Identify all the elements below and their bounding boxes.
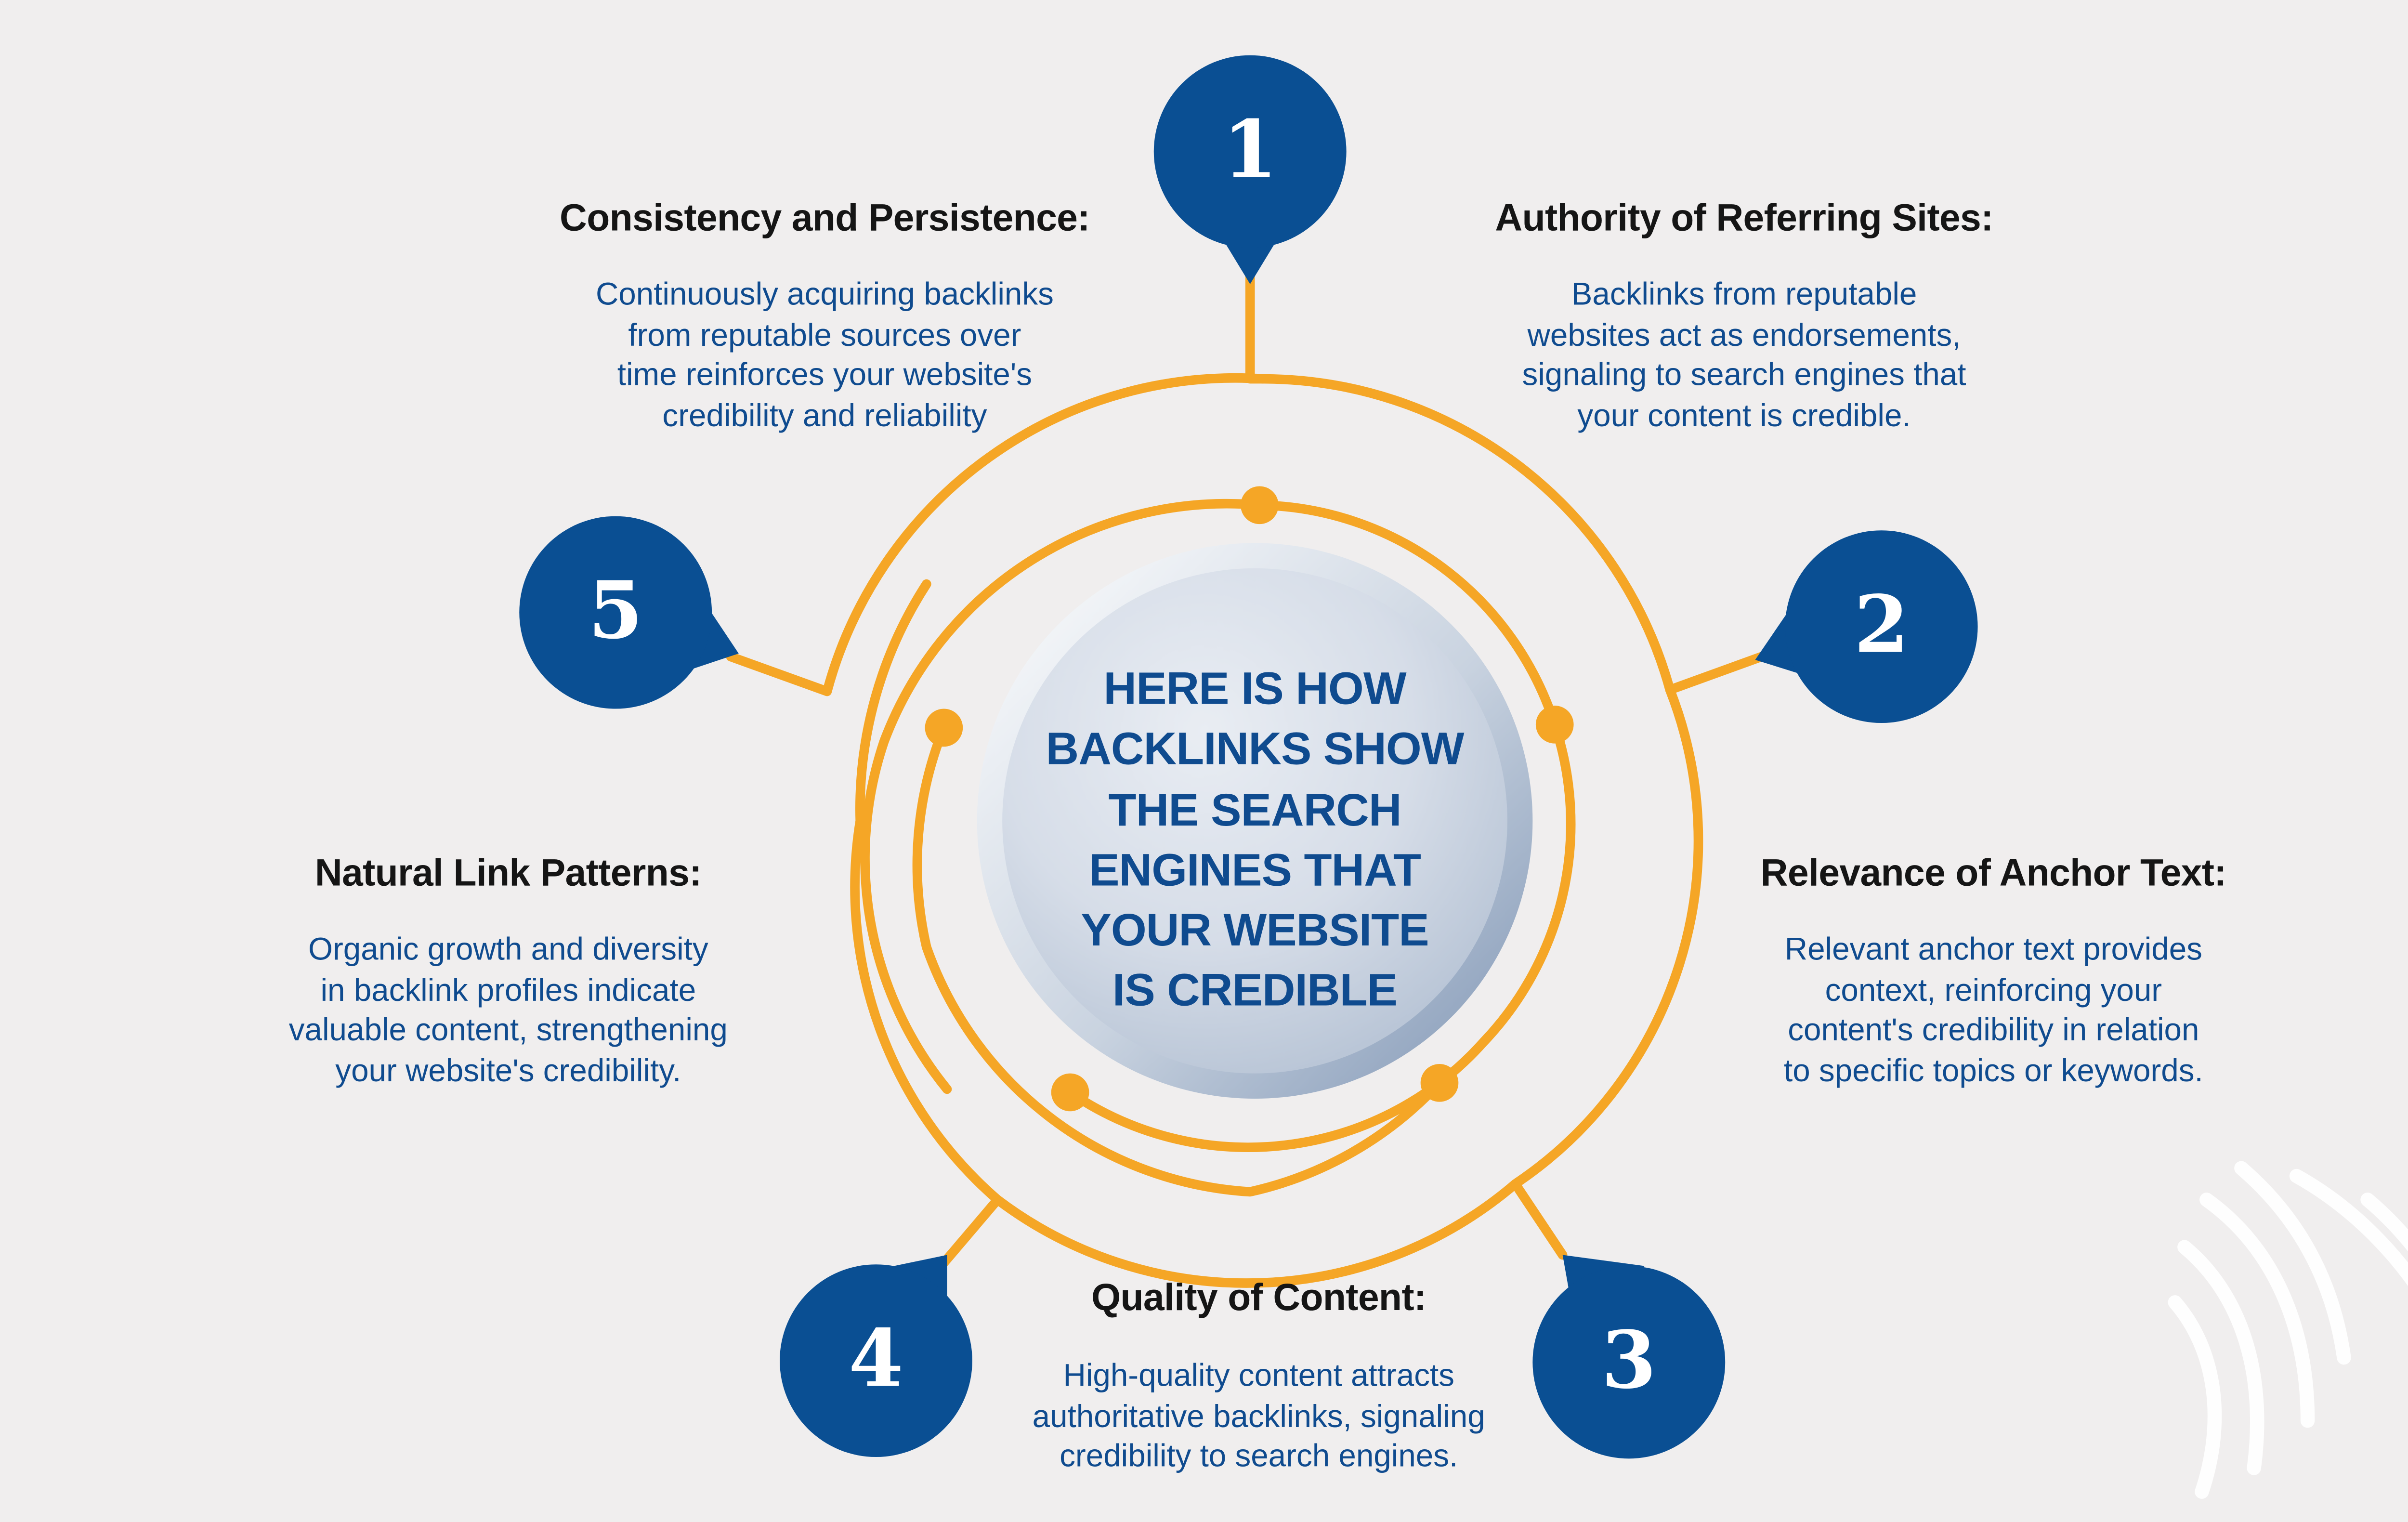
connector-arc-4-3	[850, 579, 1003, 1268]
marker-2-number: 2	[1854, 578, 1909, 671]
marker-4: 4	[780, 1255, 972, 1457]
item-description: Organic growth and diversity in backlink…	[288, 932, 728, 1089]
marker-3-number: 3	[1601, 1313, 1656, 1406]
connector-dot	[1241, 486, 1279, 525]
connector-dot	[1051, 1073, 1089, 1112]
item-title: Quality of Content:	[1091, 1277, 1426, 1320]
connector-dot	[1535, 705, 1574, 744]
connector-bottom-arc	[993, 1179, 1520, 1288]
marker-4-number: 4	[849, 1312, 903, 1405]
marker-5: 5	[519, 516, 739, 709]
center-heading: HERE IS HOW BACKLINKS SHOW THE SEARCH EN…	[1046, 664, 1465, 1018]
connector-inner-left-b	[860, 499, 1265, 1094]
connector-dot	[925, 709, 963, 747]
connector-dot	[1420, 1063, 1459, 1102]
item-description: Continuously acquiring backlinks from re…	[595, 277, 1054, 433]
item-authority-of-referring-sites: Authority of Referring Sites: Backlinks …	[1428, 196, 2060, 437]
connector-inner-left	[912, 723, 1444, 1197]
item-relevance-of-anchor-text: Relevance of Anchor Text: Relevant ancho…	[1670, 851, 2317, 1092]
item-description: High-quality content attracts authoritat…	[1032, 1359, 1485, 1475]
connector-arc-4-3b	[1510, 685, 1703, 1260]
connector-dots	[925, 486, 1574, 1112]
item-description: Backlinks from reputable websites act as…	[1522, 277, 1966, 433]
globe-watermark-icon	[2168, 1161, 2408, 1499]
item-natural-link-patterns: Natural Link Patterns: Organic growth an…	[184, 851, 832, 1092]
marker-2: 2	[1755, 530, 1978, 723]
item-description: Relevant anchor text provides context, r…	[1784, 932, 2203, 1089]
marker-1-number: 1	[1223, 103, 1278, 196]
connector-outer-arc	[726, 271, 1268, 696]
marker-1: 1	[1153, 55, 1347, 284]
item-title: Natural Link Patterns:	[314, 852, 702, 895]
item-quality-of-content: Quality of Content: High-quality content…	[939, 1275, 1578, 1478]
marker-3: 3	[1532, 1255, 1726, 1459]
item-title: Consistency and Persistence:	[560, 197, 1090, 240]
item-title: Authority of Referring Sites:	[1495, 197, 1993, 240]
connector-inner-top	[1255, 500, 1560, 730]
item-consistency-and-persistence: Consistency and Persistence: Continuousl…	[505, 196, 1144, 437]
marker-5-number: 5	[588, 564, 643, 656]
center-circle	[977, 543, 1533, 1099]
connector-arc-1-2	[1258, 374, 1767, 695]
item-title: Relevance of Anchor Text:	[1760, 852, 2227, 895]
